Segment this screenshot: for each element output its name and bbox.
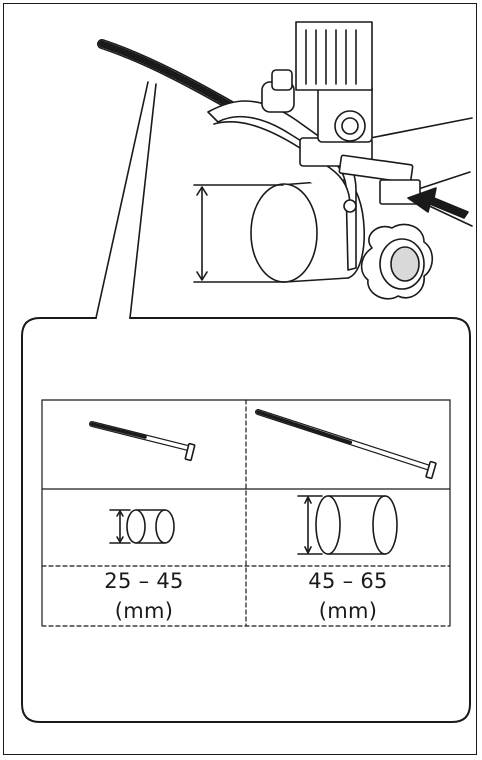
large-unit-label: (mm) [318, 599, 378, 623]
short-cord-guide-icon [89, 421, 196, 462]
detail-callout-panel [21, 317, 471, 723]
push-arrow-icon [407, 187, 469, 219]
size-table [41, 399, 451, 627]
long-cord-guide-icon [255, 409, 437, 480]
cord-guide-coil [97, 39, 240, 113]
guide-knob [360, 223, 434, 300]
height-dimension [193, 184, 286, 283]
small-unit-label: (mm) [114, 599, 174, 623]
small-range-label: 25 – 45 [104, 569, 184, 593]
large-range-label: 45 – 65 [308, 569, 388, 593]
large-cylinder-icon [297, 495, 398, 555]
small-cylinder-icon [109, 509, 175, 544]
callout-line-left [95, 81, 149, 319]
fabric-edge-top [359, 117, 473, 141]
presser-foot [207, 21, 421, 271]
callout-line-right [129, 83, 157, 319]
illustration-frame [3, 3, 477, 755]
